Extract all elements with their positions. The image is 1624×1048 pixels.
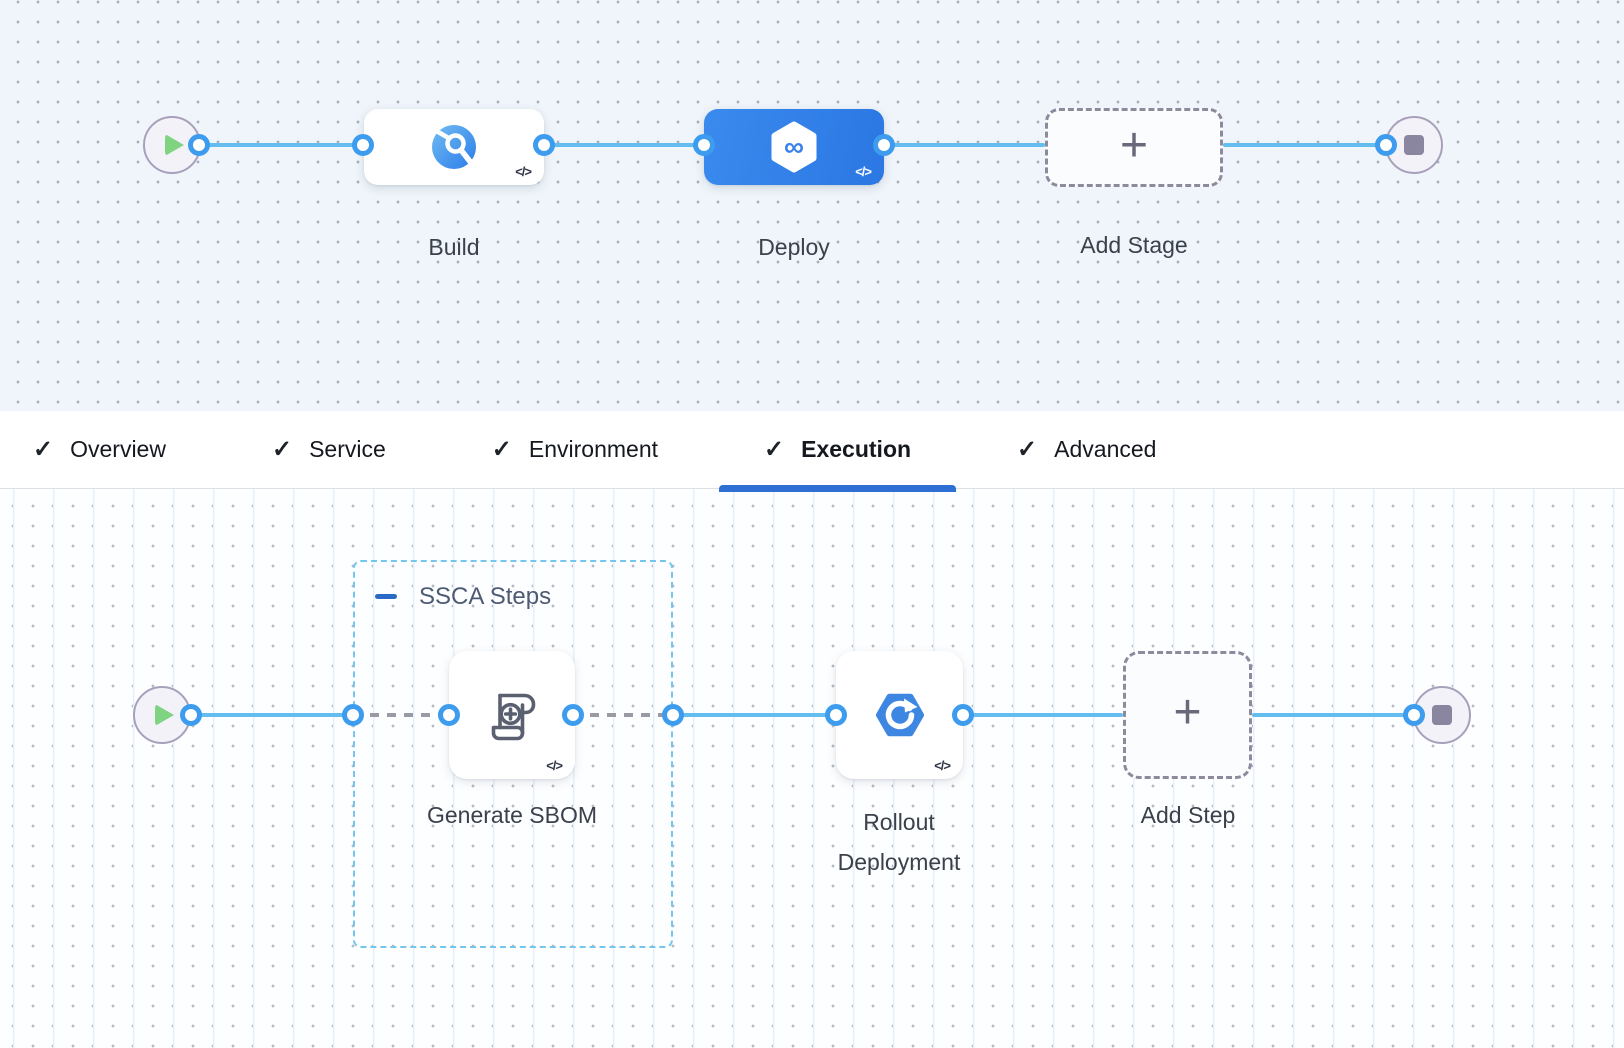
connector-point[interactable]: [1375, 134, 1397, 156]
check-icon: ✓: [1017, 436, 1038, 463]
tab-execution[interactable]: ✓ Execution: [719, 411, 957, 492]
play-icon: [165, 134, 184, 156]
stage-node-build[interactable]: </>: [364, 109, 544, 185]
connector-point[interactable]: [188, 134, 210, 156]
check-icon: ✓: [491, 436, 512, 463]
connector-point[interactable]: [562, 704, 584, 726]
tab-overview[interactable]: ✓ Overview: [33, 436, 166, 463]
tab-environment[interactable]: ✓ Environment: [491, 436, 659, 463]
add-step-button[interactable]: +: [1123, 651, 1252, 779]
yaml-code-badge[interactable]: </>: [934, 758, 951, 773]
step-group-ssca[interactable]: SSCA Steps: [353, 560, 673, 948]
plus-icon: +: [1119, 118, 1149, 172]
stop-icon: [1432, 705, 1452, 725]
add-stage-button[interactable]: +: [1045, 108, 1223, 187]
stage-label-build: Build: [428, 234, 480, 260]
connector-line: [191, 713, 353, 717]
connector-point[interactable]: [342, 704, 364, 726]
step-label-generate-sbom: Generate SBOM: [426, 802, 598, 828]
stage-canvas[interactable]: </> Build ∞ </> Deploy + Add Stage: [0, 0, 1624, 411]
tab-service[interactable]: ✓ Service: [271, 436, 386, 463]
tab-advanced[interactable]: ✓ Advanced: [1017, 436, 1157, 463]
connector-line: [1223, 143, 1386, 147]
yaml-code-badge[interactable]: </>: [855, 164, 872, 179]
cd-deploy-icon: ∞: [771, 121, 817, 173]
execution-canvas[interactable]: SSCA Steps </> Generate SBOM: [0, 489, 1624, 1048]
check-icon: ✓: [271, 436, 293, 463]
connector-line: [199, 143, 363, 147]
connector-point[interactable]: [352, 134, 374, 156]
connector-point[interactable]: [180, 704, 202, 726]
connector-line-dashed: [573, 713, 673, 717]
connector-line: [884, 143, 1045, 147]
connector-point[interactable]: [825, 704, 847, 726]
stage-tab-bar: ✓ Overview ✓ Service ✓ Environment ✓ Exe…: [0, 411, 1624, 492]
connector-point[interactable]: [662, 704, 684, 726]
svg-text:∞: ∞: [784, 131, 804, 162]
connector-point[interactable]: [952, 704, 974, 726]
connector-line: [1252, 713, 1414, 717]
rollout-deployment-icon: [875, 693, 924, 737]
yaml-code-badge[interactable]: </>: [546, 758, 563, 773]
check-icon: ✓: [764, 436, 785, 463]
connector-point[interactable]: [1403, 704, 1425, 726]
plus-icon: +: [1173, 686, 1202, 739]
sbom-scroll-icon: [491, 693, 536, 741]
stage-label-deploy: Deploy: [758, 234, 830, 260]
step-label-add-step: Add Step: [1140, 802, 1236, 828]
connector-line: [544, 143, 704, 147]
connector-line: [673, 713, 836, 717]
play-icon: [155, 704, 174, 726]
yaml-code-badge[interactable]: </>: [515, 164, 532, 179]
ci-build-icon: [432, 125, 476, 169]
stage-label-add-stage: Add Stage: [1080, 232, 1188, 258]
connector-point[interactable]: [873, 134, 895, 156]
step-label-rollout-deployment: Rollout Deployment: [837, 809, 961, 875]
connector-point[interactable]: [438, 704, 460, 726]
check-icon: ✓: [33, 436, 54, 463]
step-node-generate-sbom[interactable]: </>: [449, 651, 575, 779]
execution-end-node: [1413, 686, 1471, 744]
stop-icon: [1404, 135, 1424, 155]
step-group-label: SSCA Steps: [419, 583, 552, 610]
connector-line: [963, 713, 1123, 717]
connector-point[interactable]: [693, 134, 715, 156]
pipeline-end-node: [1385, 116, 1443, 174]
step-node-rollout-deployment[interactable]: </>: [836, 651, 963, 779]
connector-line-dashed: [353, 713, 449, 717]
collapse-group-icon[interactable]: [375, 594, 397, 599]
connector-point[interactable]: [533, 134, 555, 156]
stage-node-deploy[interactable]: ∞ </>: [704, 109, 884, 185]
